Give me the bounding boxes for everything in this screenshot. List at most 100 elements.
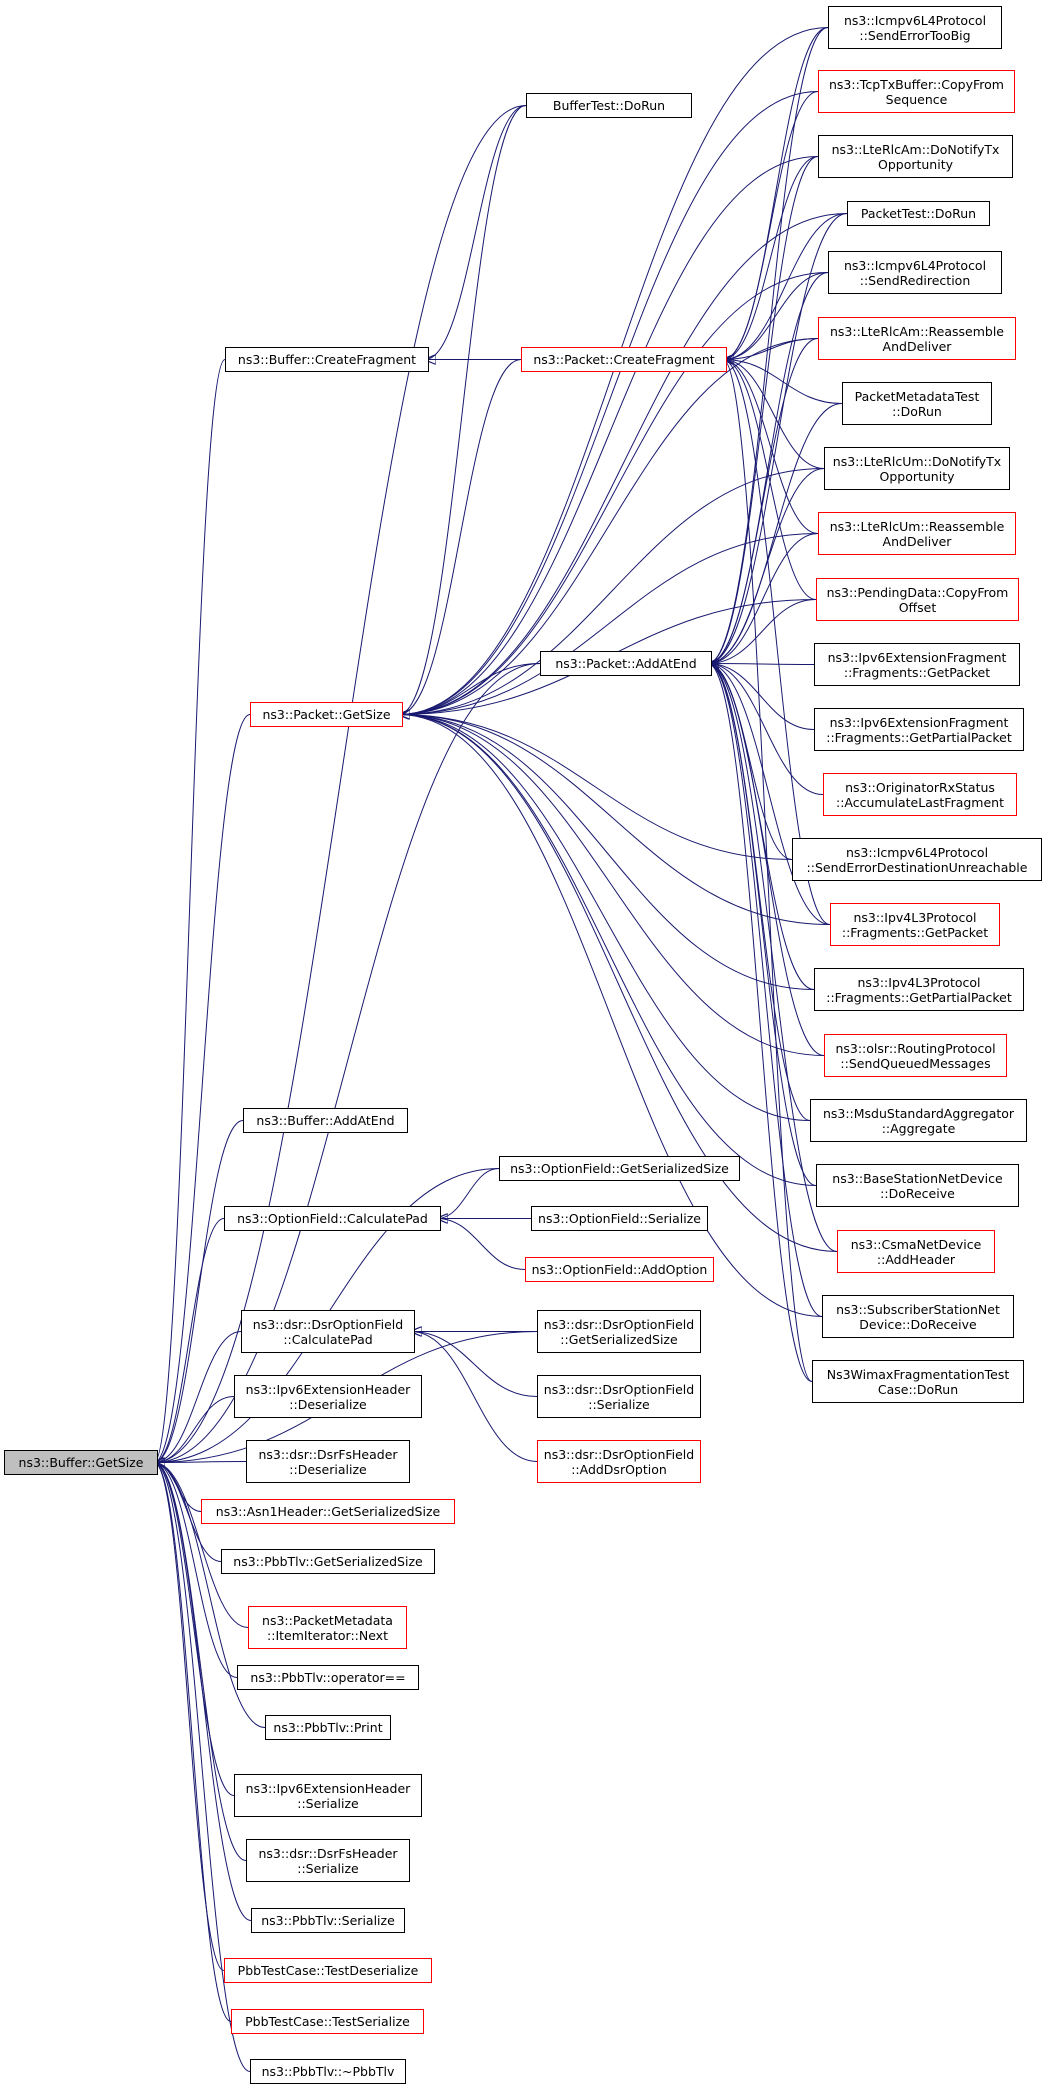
call-edge xyxy=(708,156,819,664)
function-node-label: ns3::OriginatorRxStatus xyxy=(845,779,995,795)
function-node[interactable]: ns3::Buffer::CreateFragment xyxy=(225,347,429,372)
function-node[interactable]: ns3::dsr::DsrFsHeader::Deserialize xyxy=(246,1440,410,1483)
function-node[interactable]: PbbTestCase::TestDeserialize xyxy=(224,1958,432,1983)
function-node[interactable]: ns3::Ipv4L3Protocol::Fragments::GetParti… xyxy=(814,968,1024,1011)
call-edge xyxy=(425,105,527,360)
function-node[interactable]: ns3::OriginatorRxStatus::AccumulateLastF… xyxy=(823,773,1017,816)
call-edge xyxy=(708,599,817,664)
function-node-label: ns3::OptionField::AddOption xyxy=(531,1262,708,1277)
function-node[interactable]: ns3::MsduStandardAggregator::Aggregate xyxy=(810,1099,1027,1142)
function-node-label: ns3::Buffer::GetSize xyxy=(18,1455,144,1470)
function-node-label: ns3::Buffer::CreateFragment xyxy=(237,352,417,367)
call-edge xyxy=(723,360,831,925)
call-edge xyxy=(154,1463,225,1971)
function-node-label: ::Fragments::GetPacket xyxy=(843,664,991,680)
function-node[interactable]: ns3::OptionField::GetSerializedSize xyxy=(499,1156,740,1181)
call-edge xyxy=(399,533,819,715)
call-edge xyxy=(708,338,819,664)
function-node[interactable]: PacketTest::DoRun xyxy=(847,201,990,226)
function-node-label: ::Serialize xyxy=(297,1860,359,1876)
function-node[interactable]: ns3::Ipv4L3Protocol::Fragments::GetPacke… xyxy=(830,903,1000,946)
function-node[interactable]: ns3::PbbTlv::operator== xyxy=(237,1665,419,1690)
function-node[interactable]: ns3::PbbTlv::~PbbTlv xyxy=(250,2059,406,2084)
call-edge xyxy=(399,715,838,1252)
function-node[interactable]: ns3::Ipv6ExtensionHeader::Deserialize xyxy=(234,1375,422,1418)
function-node-label: ns3::SubscriberStationNet xyxy=(836,1301,1000,1317)
function-node[interactable]: ns3::dsr::DsrFsHeader::Serialize xyxy=(246,1839,410,1882)
function-node[interactable]: ns3::Icmpv6L4Protocol::SendErrorDestinat… xyxy=(792,838,1042,881)
function-node: ns3::Buffer::GetSize xyxy=(4,1450,158,1475)
function-node-label: ::DoReceive xyxy=(880,1185,955,1201)
call-edge xyxy=(708,533,819,664)
function-node-label: ::AccumulateLastFragment xyxy=(836,794,1004,810)
function-node[interactable]: ns3::dsr::DsrOptionField::AddDsrOption xyxy=(537,1440,701,1483)
function-node-label: ns3::LteRlcUm::Reassemble xyxy=(829,518,1005,534)
function-node-label: Sequence xyxy=(885,91,948,107)
function-node[interactable]: ns3::Buffer::AddAtEnd xyxy=(243,1108,408,1133)
function-node-label: ns3::Ipv6ExtensionFragment xyxy=(827,649,1007,665)
call-edge xyxy=(723,360,817,600)
function-node-label: ns3::Packet::GetSize xyxy=(262,707,391,722)
function-node[interactable]: ns3::olsr::RoutingProtocol::SendQueuedMe… xyxy=(824,1034,1007,1077)
function-node-label: PacketMetadataTest xyxy=(854,388,980,404)
call-edge xyxy=(708,664,831,925)
function-node[interactable]: ns3::Packet::CreateFragment xyxy=(521,347,727,372)
function-node[interactable]: ns3::Ipv6ExtensionHeader::Serialize xyxy=(234,1774,422,1817)
function-node[interactable]: ns3::Icmpv6L4Protocol::SendRedirection xyxy=(828,251,1002,294)
call-edge xyxy=(154,663,541,1463)
function-node-label: ns3::Ipv6ExtensionFragment xyxy=(829,714,1009,730)
call-edge xyxy=(708,664,813,1382)
function-node[interactable]: ns3::Ipv6ExtensionFragment::Fragments::G… xyxy=(814,708,1024,751)
call-edge xyxy=(154,1462,247,1463)
function-node[interactable]: ns3::OptionField::Serialize xyxy=(531,1206,708,1231)
function-node-label: ns3::LteRlcAm::Reassemble xyxy=(829,323,1004,339)
function-node-label: ns3::Packet::CreateFragment xyxy=(533,352,715,367)
function-node-label: ns3::dsr::DsrFsHeader xyxy=(258,1845,398,1861)
function-node[interactable]: ns3::CsmaNetDevice::AddHeader xyxy=(837,1230,995,1273)
function-node-label: ns3::PbbTlv::Serialize xyxy=(261,1913,395,1928)
function-node-label: PbbTestCase::TestDeserialize xyxy=(237,1963,419,1978)
function-node[interactable]: ns3::BaseStationNetDevice::DoReceive xyxy=(816,1164,1019,1207)
function-node[interactable]: ns3::dsr::DsrOptionField::Serialize xyxy=(537,1375,701,1418)
function-node[interactable]: ns3::Asn1Header::GetSerializedSize xyxy=(201,1499,455,1524)
function-node[interactable]: ns3::dsr::DsrOptionField::GetSerializedS… xyxy=(537,1310,701,1353)
call-edge xyxy=(399,468,825,715)
function-node-label: ns3::dsr::DsrOptionField xyxy=(543,1381,695,1397)
function-node[interactable]: ns3::OptionField::CalculatePad xyxy=(224,1206,441,1231)
function-node-label: ::DoRun xyxy=(892,403,942,419)
function-node[interactable]: ns3::Packet::GetSize xyxy=(250,702,403,727)
function-node-label: ::Serialize xyxy=(297,1795,359,1811)
call-edge xyxy=(399,715,815,990)
function-node[interactable]: BufferTest::DoRun xyxy=(526,93,692,118)
function-node-label: ns3::PacketMetadata xyxy=(262,1612,393,1628)
call-edge xyxy=(708,664,815,665)
function-node-label: ::Serialize xyxy=(588,1396,650,1412)
function-node-label: ns3::dsr::DsrOptionField xyxy=(252,1316,404,1332)
function-node[interactable]: ns3::Packet::AddAtEnd xyxy=(540,651,712,676)
function-node[interactable]: ns3::dsr::DsrOptionField::CalculatePad xyxy=(241,1310,415,1353)
function-node-label: ns3::Icmpv6L4Protocol xyxy=(843,12,987,28)
function-node[interactable]: ns3::Icmpv6L4Protocol::SendErrorTooBig xyxy=(828,6,1002,49)
function-node[interactable]: ns3::PacketMetadata::ItemIterator::Next xyxy=(248,1606,407,1649)
function-node[interactable]: PacketMetadataTest::DoRun xyxy=(842,382,992,425)
function-node-label: ns3::dsr::DsrFsHeader xyxy=(258,1446,398,1462)
function-node-label: ns3::TcpTxBuffer::CopyFrom xyxy=(829,76,1004,92)
function-node-label: PacketTest::DoRun xyxy=(860,206,977,221)
function-node[interactable]: ns3::Ipv6ExtensionFragment::Fragments::G… xyxy=(814,643,1020,686)
function-node[interactable]: ns3::PbbTlv::GetSerializedSize xyxy=(221,1549,435,1574)
function-node-label: ns3::PbbTlv::operator== xyxy=(250,1670,406,1685)
function-node[interactable]: ns3::PbbTlv::Serialize xyxy=(251,1908,405,1933)
call-edge xyxy=(154,1463,251,2072)
function-node[interactable]: PbbTestCase::TestSerialize xyxy=(231,2009,424,2034)
function-node[interactable]: ns3::PbbTlv::Print xyxy=(265,1715,391,1740)
call-edge xyxy=(723,213,848,360)
function-node[interactable]: ns3::OptionField::AddOption xyxy=(525,1257,714,1282)
